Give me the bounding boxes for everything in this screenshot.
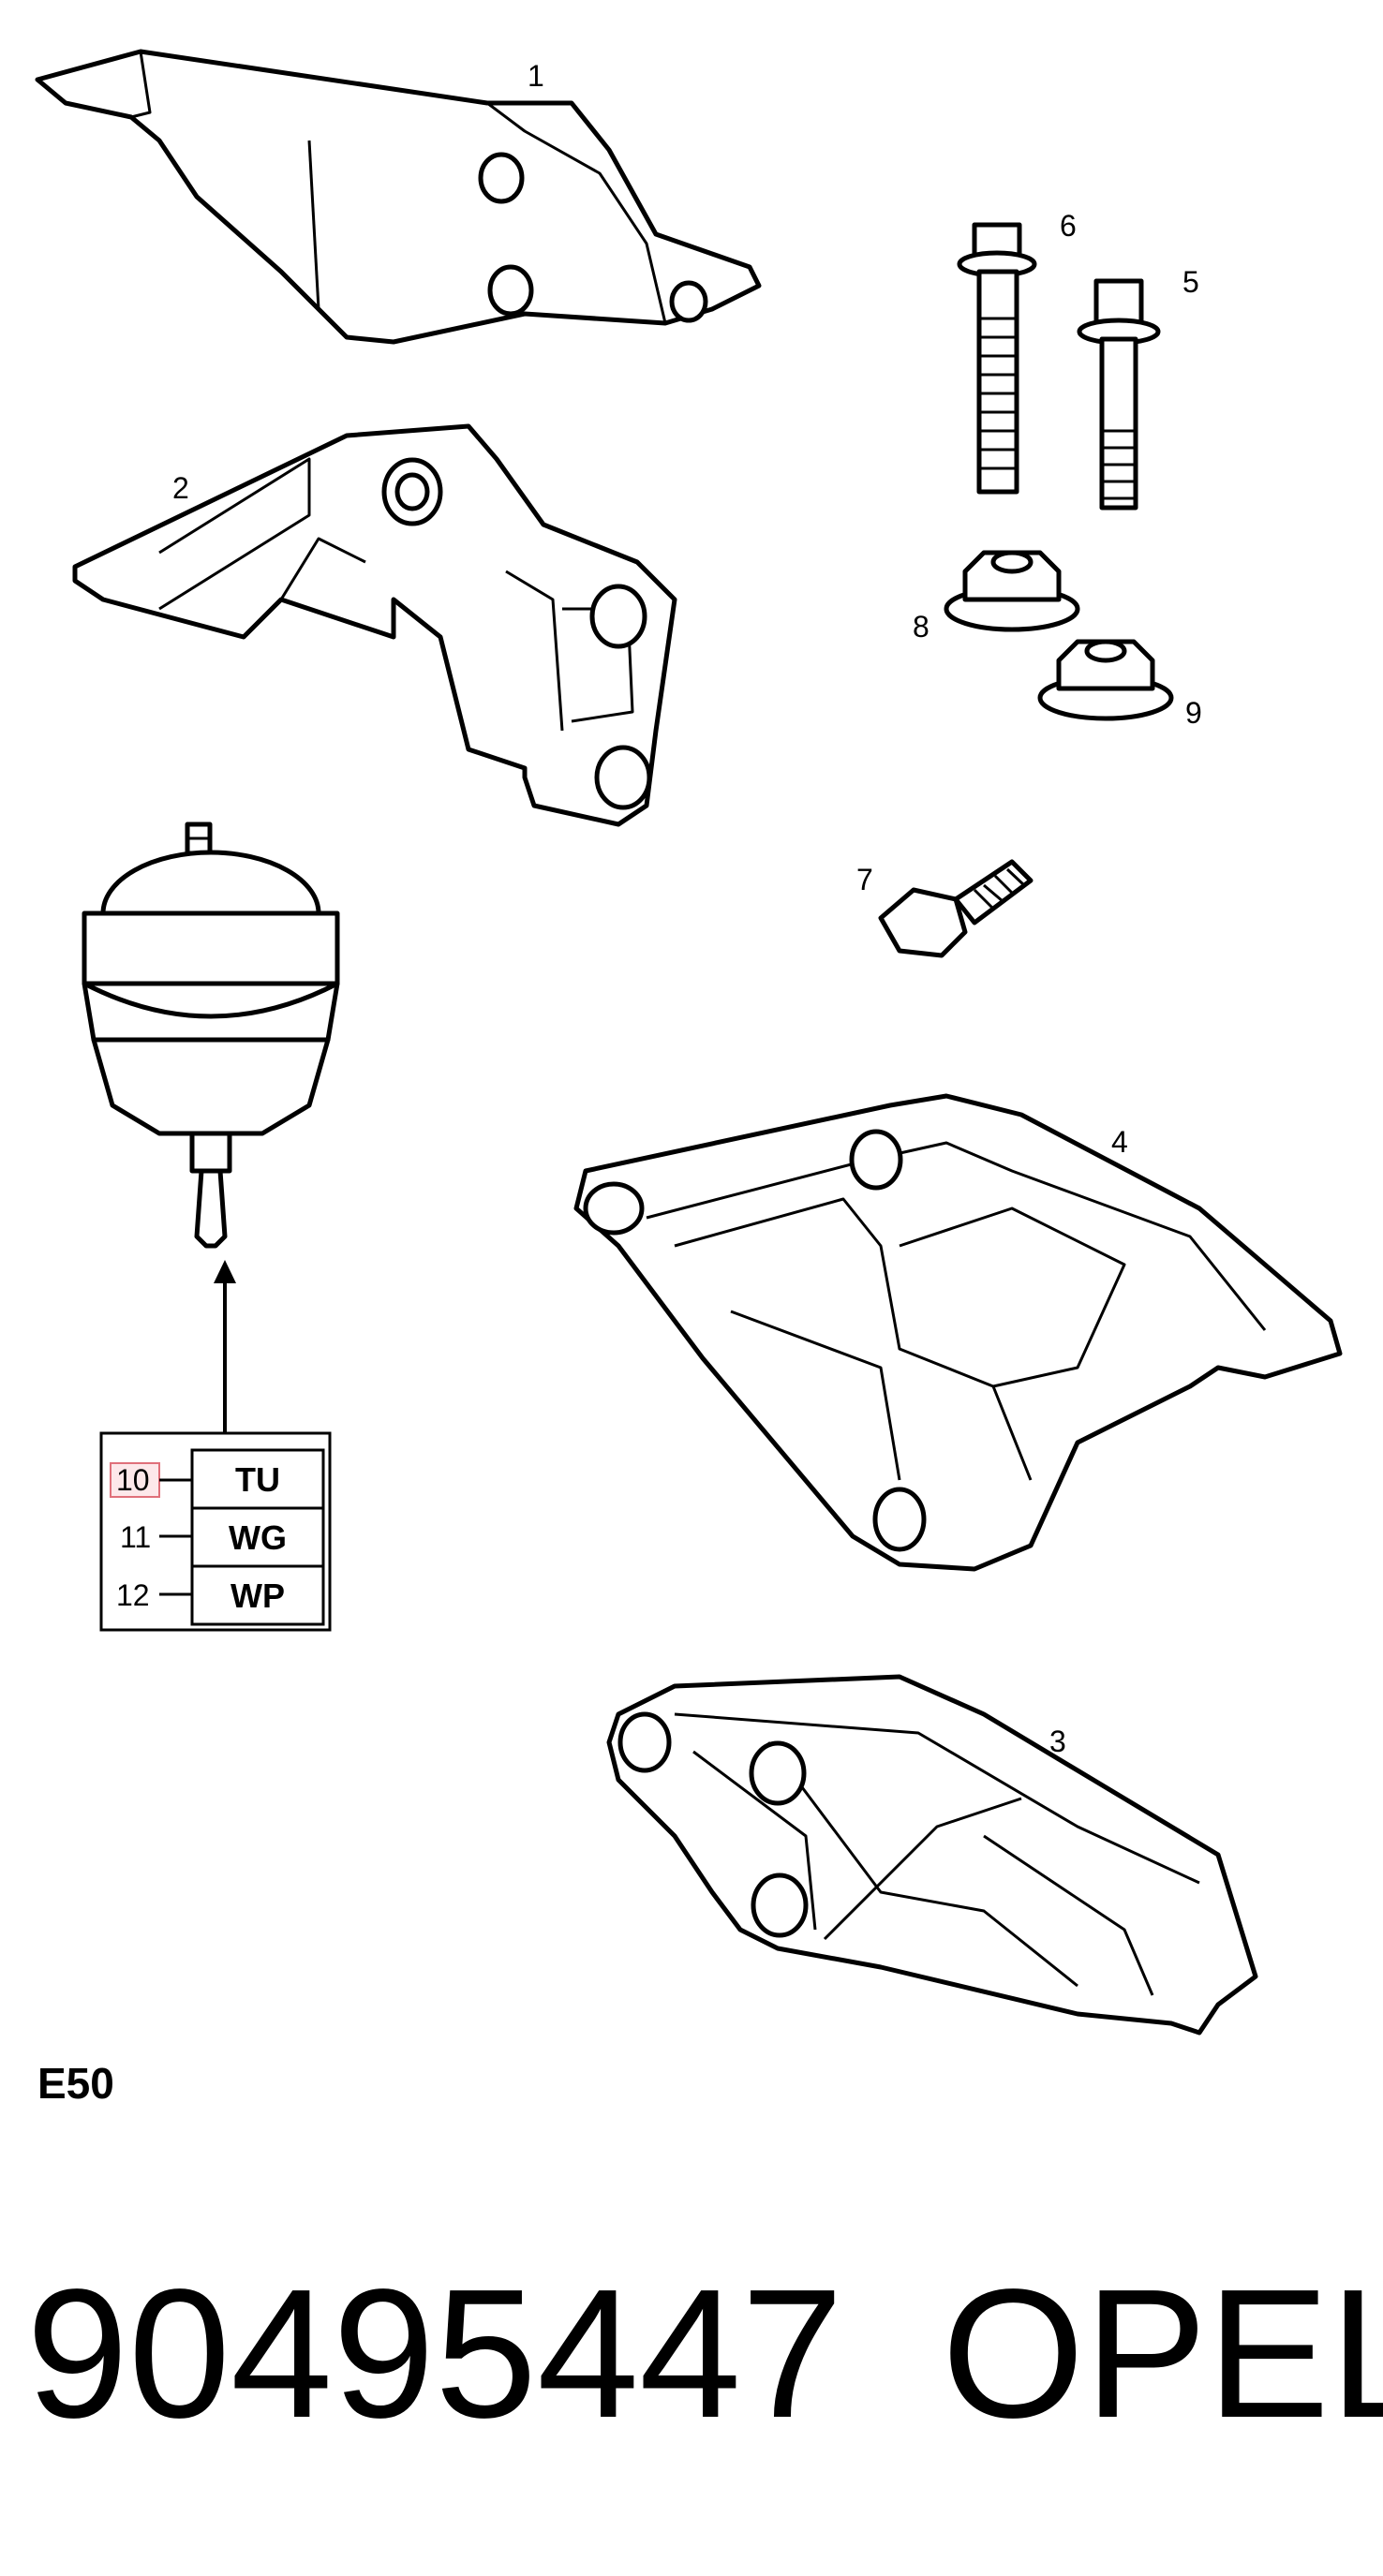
variant-11-number: 11 <box>120 1520 151 1554</box>
variant-row-12[interactable]: 12 WP <box>116 1564 325 1626</box>
part-2-number: 2 <box>172 471 189 505</box>
part-3-bracket[interactable] <box>606 1674 1258 2036</box>
part-5-number: 5 <box>1182 265 1199 299</box>
variant-row-10[interactable]: 10 TU <box>110 1448 325 1510</box>
section-code: E50 <box>37 2059 114 2108</box>
part-1-bracket[interactable] <box>35 49 762 345</box>
part-number: 90495447 <box>26 2251 843 2456</box>
part-6-number: 6 <box>1060 209 1077 243</box>
variant-12-code: WP <box>230 1577 285 1615</box>
part-7-number: 7 <box>856 863 873 896</box>
part-1-number: 1 <box>528 59 544 93</box>
variant-table: 10 TU 11 WG 12 WP <box>99 1431 332 1632</box>
part-8-number: 8 <box>913 610 929 644</box>
part-8-nut[interactable] <box>944 550 1080 632</box>
engine-mount[interactable] <box>82 822 340 1249</box>
variant-row-11[interactable]: 11 WG <box>120 1506 325 1568</box>
pointer-arrow <box>214 1260 236 1433</box>
variant-12-number: 12 <box>116 1578 150 1612</box>
part-9-number: 9 <box>1185 696 1202 730</box>
variant-10-code: TU <box>235 1460 280 1499</box>
variant-11-code: WG <box>229 1518 287 1557</box>
part-9-nut[interactable] <box>1037 639 1174 721</box>
brand-name: OPEL <box>942 2251 1383 2456</box>
part-4-bracket[interactable] <box>573 1093 1343 1572</box>
part-2-bracket[interactable] <box>72 423 677 827</box>
variant-10-number: 10 <box>116 1463 150 1497</box>
part-4-number: 4 <box>1111 1125 1128 1159</box>
part-3-number: 3 <box>1049 1725 1066 1758</box>
part-7-bolt[interactable] <box>878 859 1034 958</box>
part-6-bolt[interactable] <box>957 222 1037 495</box>
part-5-bolt[interactable] <box>1077 278 1161 511</box>
